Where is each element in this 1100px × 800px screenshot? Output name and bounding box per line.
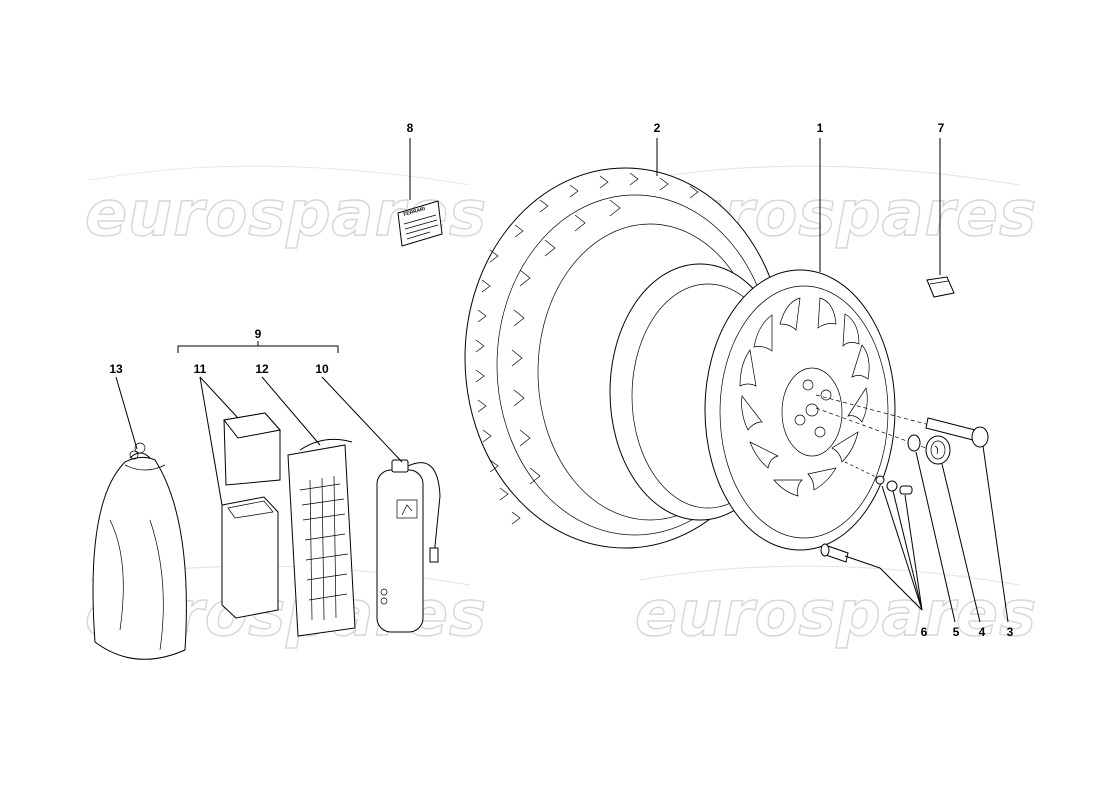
- callout-labels: 1 2 3 4 5 6 7 8 9 10 11 12 13: [109, 121, 1013, 639]
- callout-10: 10: [315, 362, 329, 376]
- callout-12: 12: [255, 362, 269, 376]
- callout-6: 6: [921, 625, 928, 639]
- repair-spray-can-part-10: [376, 459, 441, 633]
- callout-2: 2: [654, 121, 661, 135]
- callout-7: 7: [938, 121, 945, 135]
- storage-bag-part-13: [92, 442, 187, 660]
- callout-4: 4: [979, 625, 986, 639]
- callout-9: 9: [255, 327, 262, 341]
- box-with-lid-part-11: [221, 412, 281, 619]
- callout-8: 8: [407, 121, 414, 135]
- wheel-bolt-part-3: [815, 394, 989, 448]
- watermark-top-left: eurospares: [85, 177, 487, 250]
- valve-parts-part-6: [820, 461, 913, 563]
- callout-5: 5: [953, 625, 960, 639]
- leader-lines: [115, 138, 1009, 623]
- pouch-part-12: [287, 438, 356, 637]
- wheel-rim-part-1: [704, 269, 896, 551]
- ring-part-5: [907, 434, 921, 452]
- callout-1: 1: [817, 121, 824, 135]
- balance-weight-part-7: [926, 276, 955, 298]
- callout-11: 11: [194, 362, 207, 376]
- centre-cap-part-4: [815, 407, 951, 465]
- callout-13: 13: [109, 362, 123, 376]
- callout-3: 3: [1007, 625, 1014, 639]
- watermark-bottom-right: eurospares: [635, 577, 1037, 650]
